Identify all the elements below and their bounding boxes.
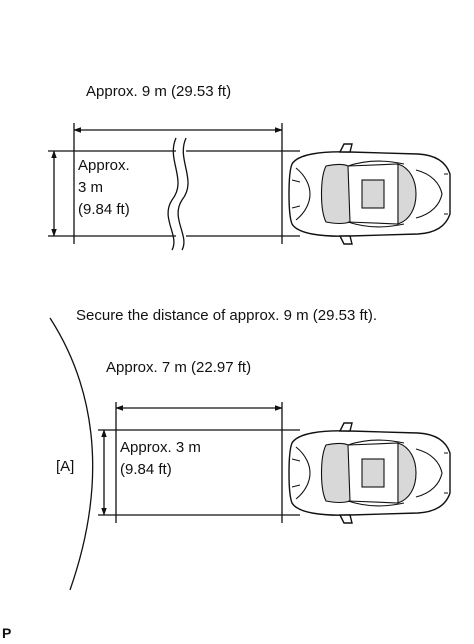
footer-mark: P (2, 625, 11, 641)
diagram1-height-label-line1: Approx. (78, 157, 130, 174)
diagram1-break-mark-left (167, 137, 179, 251)
diagram1-break-mark-right (177, 137, 189, 251)
diagram2-vehicle-icon (288, 422, 451, 524)
diagram-2: [A] Approx. 7 m (22.97 ft) Approx. 3 m (… (49, 317, 451, 591)
diagram2-width-label: Approx. 7 m (22.97 ft) (106, 359, 251, 376)
instruction-text: Secure the distance of approx. 9 m (29.5… (76, 307, 377, 324)
diagram1-vehicle-icon (288, 143, 451, 245)
diagram1-width-label: Approx. 9 m (29.53 ft) (86, 83, 231, 100)
diagram1-height-label-line3: (9.84 ft) (78, 201, 130, 218)
diagram2-height-label-line1: Approx. 3 m (120, 439, 201, 456)
diagram1-height-label-line2: 3 m (78, 179, 103, 196)
area-a-label: [A] (56, 458, 74, 475)
area-a-curve (49, 317, 94, 591)
diagram2-height-label-line2: (9.84 ft) (120, 461, 172, 478)
diagram-1: Approx. 9 m (29.53 ft) Approx. 3 m (9.84… (48, 83, 451, 251)
